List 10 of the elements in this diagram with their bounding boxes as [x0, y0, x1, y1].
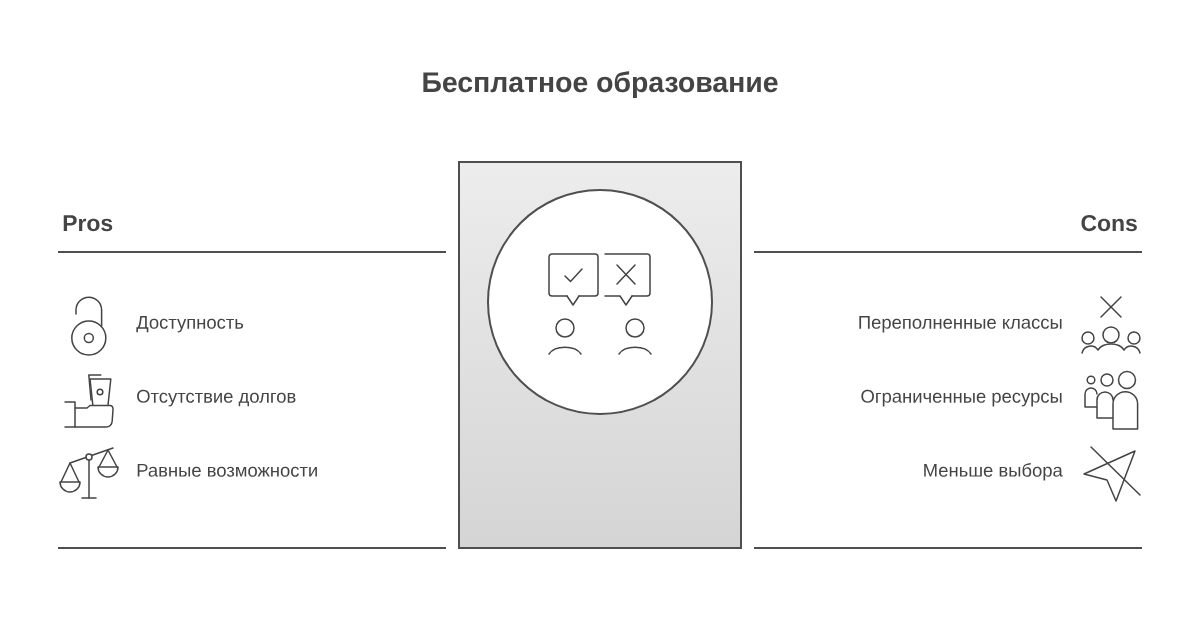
column-heading: Pros: [63, 215, 113, 232]
circle: [487, 189, 713, 415]
title: Бесплатное образование: [423, 71, 778, 98]
item-label: Равные возможности: [137, 463, 317, 477]
item-label: Меньше выбора: [924, 463, 1063, 481]
item-label: Доступность: [136, 315, 244, 333]
column-heading: Cons: [1081, 215, 1137, 232]
item-label: Переполненные классы: [859, 315, 1062, 333]
item-label: Ограниченные ресурсы: [861, 389, 1062, 407]
item-label: Отсутствие долгов: [137, 389, 296, 407]
